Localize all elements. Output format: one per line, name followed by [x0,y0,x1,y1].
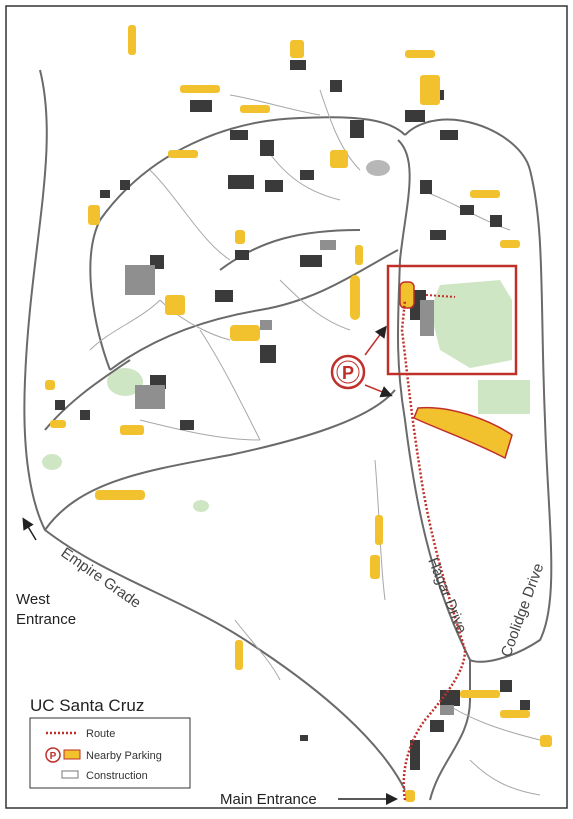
legend: UC Santa Cruz Route P Nearby Parking Con… [29,696,191,789]
main-roads [23,69,553,801]
route-line [400,294,467,801]
legend-item-route: Route [86,728,115,740]
legend-title: UC Santa Cruz [30,696,144,715]
west-entrance-label-2: Entrance [16,611,76,628]
parking-p-icon [45,747,61,763]
main-entrance-label: Main Entrance [220,791,317,808]
legend-item-construction: Construction [86,770,148,782]
parking-badge-label: P [342,363,354,383]
destination-highlight-box [386,264,518,376]
parking-lots [45,25,552,802]
arrow-icon [22,517,37,541]
construction-legend-swatch [61,770,79,779]
parking-legend-swatch [63,749,81,760]
legend-parking-badge: P [50,751,57,762]
map-frame [5,5,568,809]
green-spaces [42,160,530,512]
parking-callout: P [330,325,393,398]
buildings-light [125,240,454,715]
west-entrance-label-1: West [16,591,51,608]
legend-item-parking: Nearby Parking [86,750,162,762]
